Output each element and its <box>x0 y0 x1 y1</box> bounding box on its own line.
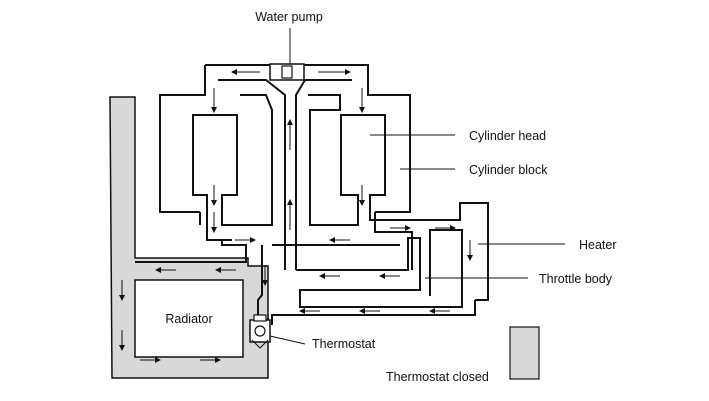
thermostat-label: Thermostat <box>312 337 376 351</box>
thermostat-closed-legend-box <box>509 326 540 380</box>
thermostat-closed-label: Thermostat closed <box>386 370 489 384</box>
radiator-label: Radiator <box>165 312 212 326</box>
water-pump-label: Water pump <box>255 10 323 24</box>
cylinder-head-label: Cylinder head <box>469 129 546 143</box>
leader-lines <box>269 28 565 345</box>
radiator <box>134 279 244 358</box>
thermostat <box>249 314 271 349</box>
throttle-body-label: Throttle body <box>539 272 613 286</box>
water-pump <box>269 63 305 81</box>
engine-passages <box>135 64 489 332</box>
cylinder-block-label: Cylinder block <box>469 163 548 177</box>
flow-arrows <box>119 69 473 363</box>
heater-label: Heater <box>579 238 617 252</box>
